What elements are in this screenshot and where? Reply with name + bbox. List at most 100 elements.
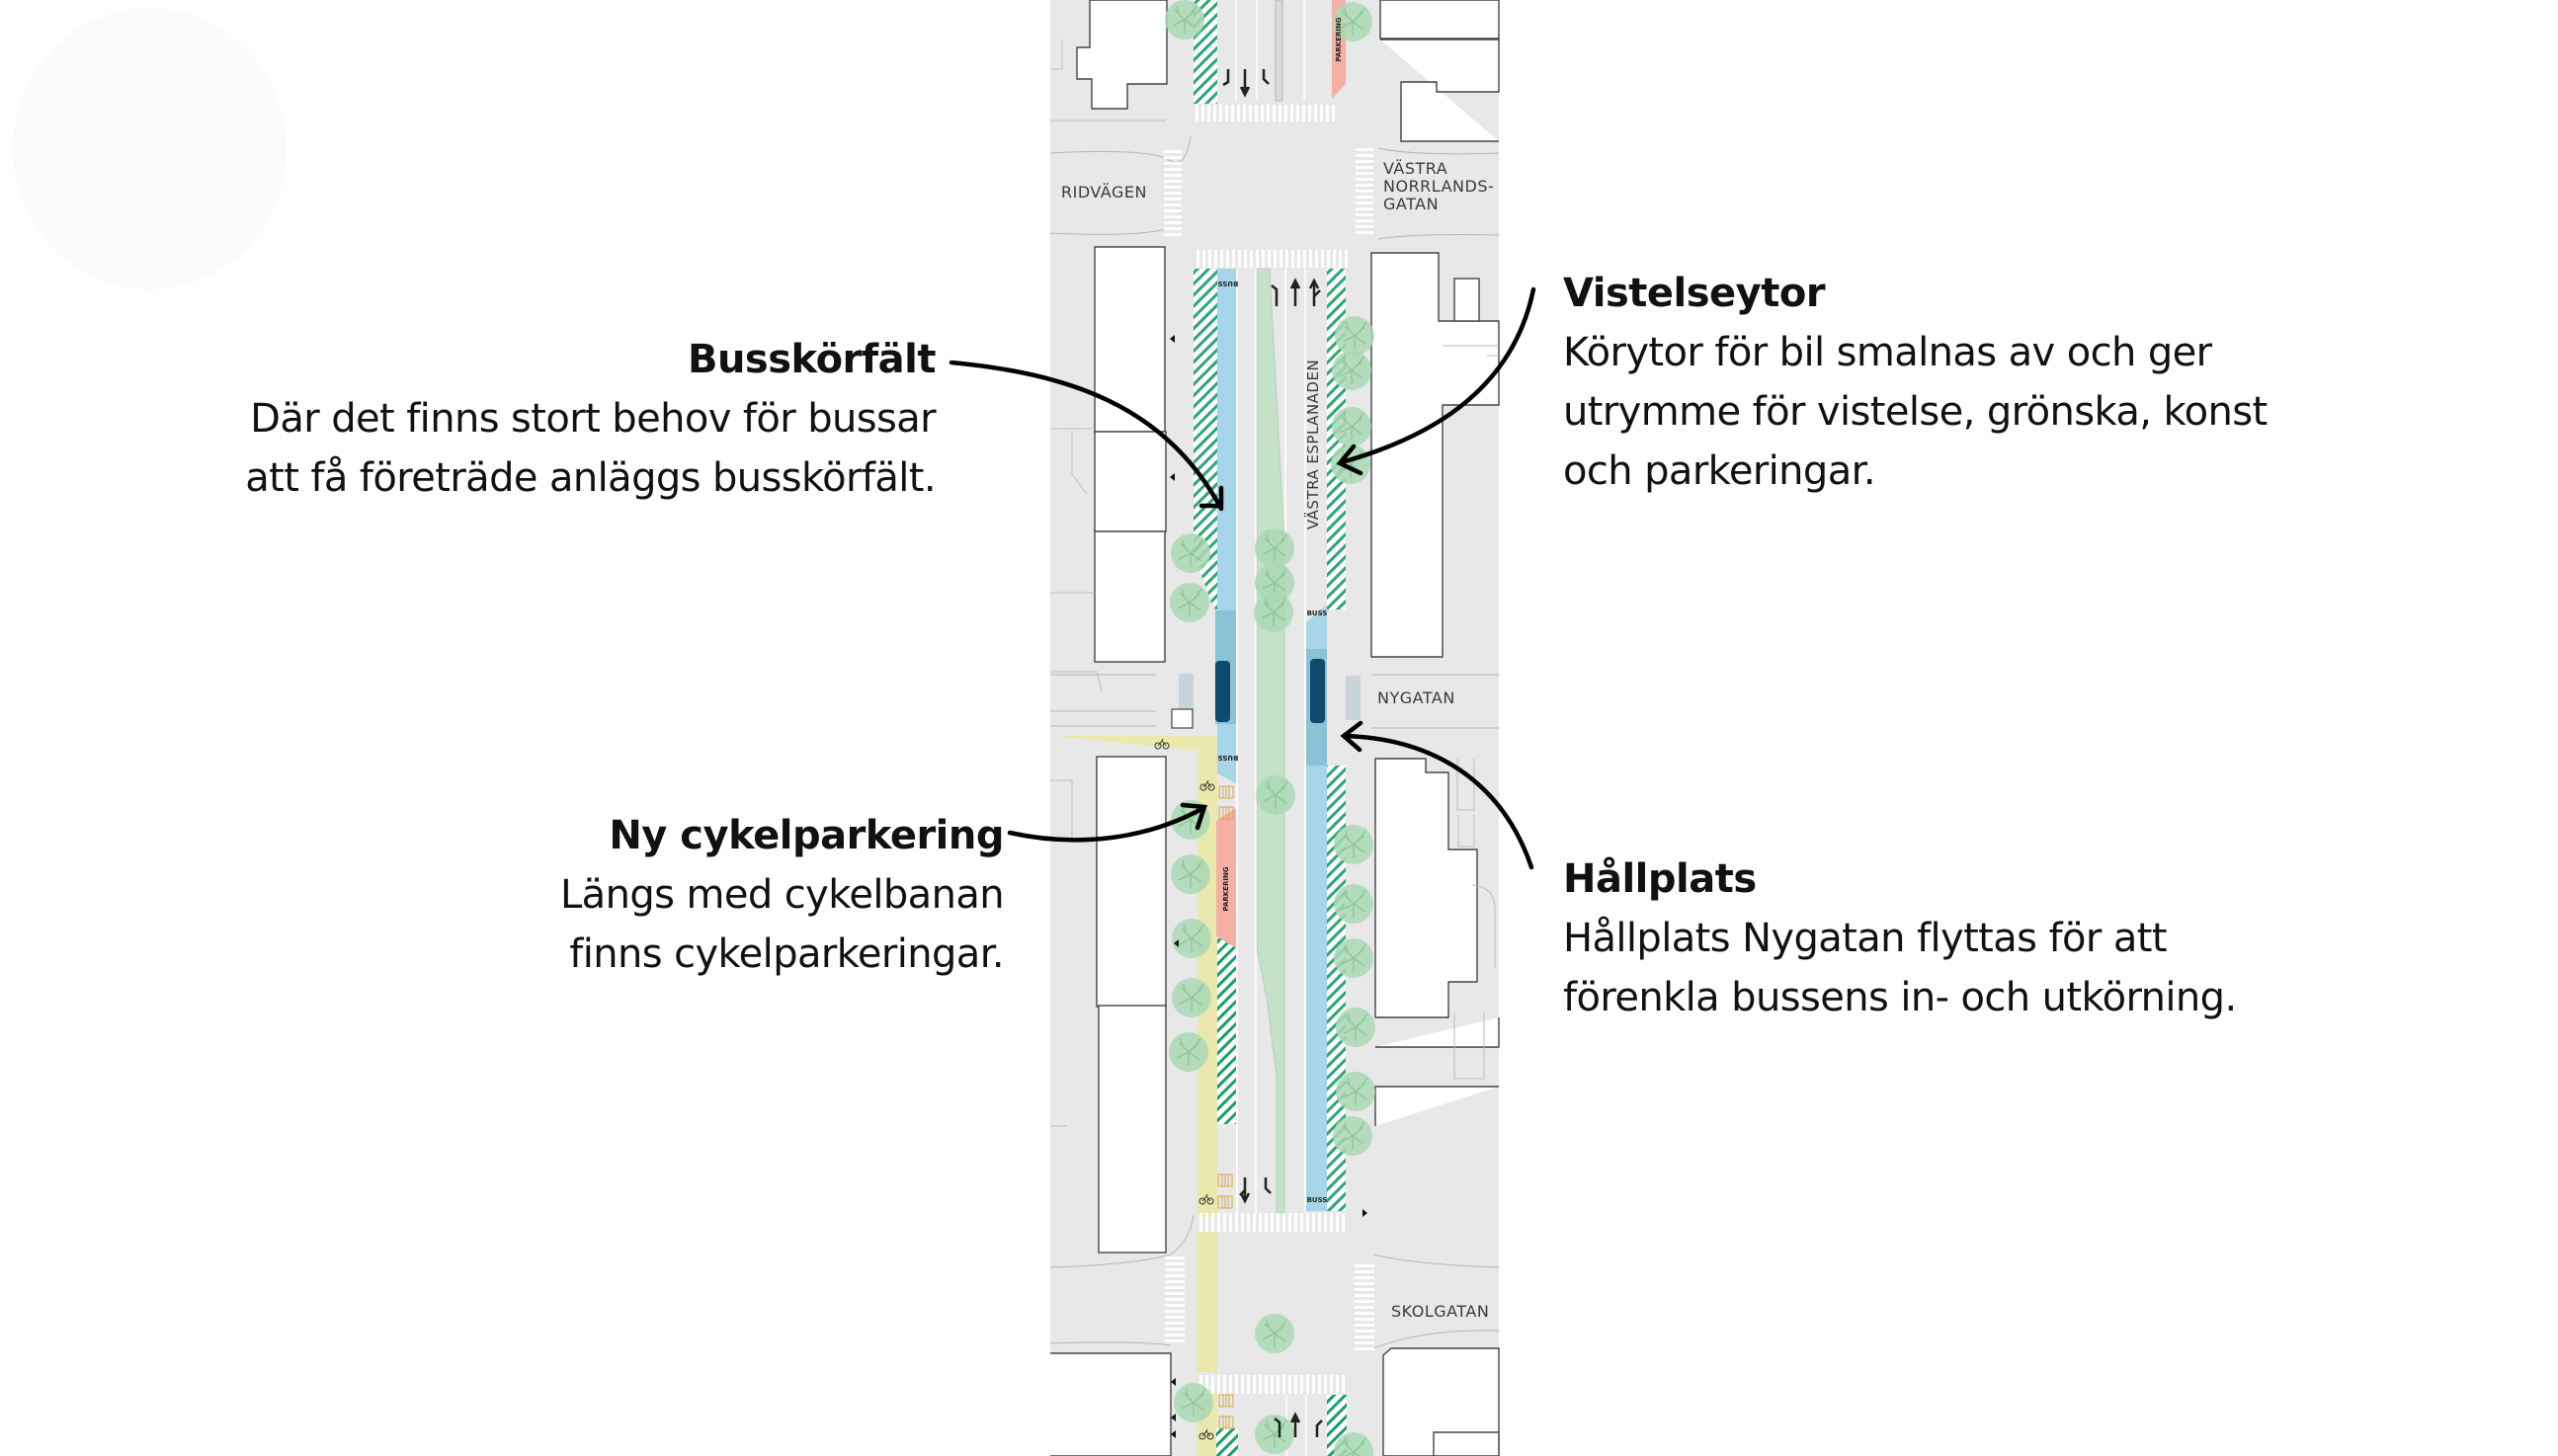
bike-lane: [1050, 736, 1217, 1217]
crosswalk-stripe: [1265, 1375, 1268, 1394]
crosswalk-stripe: [1279, 250, 1282, 268]
bus-label-left-stop: BUSS: [1218, 754, 1239, 762]
crosswalk-stripe: [1165, 1268, 1185, 1271]
crosswalk-stripe: [1164, 221, 1182, 224]
lane-arrow-left-turn: [1222, 69, 1230, 87]
arrow-vistelseytor: [1336, 286, 1536, 476]
street-label-vastra-norrlandsgatan-2: NORRLANDS-: [1383, 177, 1494, 196]
crosswalk-stripe: [1273, 105, 1276, 121]
entrance-markers: [1170, 335, 1367, 1438]
annotation-line: förenkla bussens in- och utkörning.: [1563, 975, 2237, 1020]
crosswalk-stripe: [1355, 1341, 1374, 1344]
crosswalk-stripe: [1282, 1213, 1285, 1232]
lane-arrow-straight-right-north: [1308, 278, 1321, 306]
crosswalk-stripe: [1302, 105, 1305, 121]
crosswalk-stripe: [1356, 160, 1373, 163]
crosswalk-stripe: [1253, 1213, 1256, 1232]
crosswalk-stripe: [1294, 1213, 1297, 1232]
lane-arrow-straight-skol: [1289, 1412, 1301, 1437]
crosswalk-stripe: [1237, 105, 1240, 121]
annotation-line: Hållplats Nygatan flyttas för att: [1563, 916, 2168, 961]
crosswalk-stripe: [1164, 186, 1182, 189]
crosswalk-stripe: [1355, 1288, 1374, 1291]
crosswalk-stripe: [1356, 207, 1373, 210]
street-label-skolgatan: SKOLGATAN: [1391, 1302, 1489, 1321]
crosswalk-stripe: [1164, 150, 1182, 153]
crosswalk-stripe: [1355, 1300, 1374, 1303]
crosswalk-stripe: [1290, 105, 1293, 121]
crosswalk-stripe: [1288, 1213, 1291, 1232]
bus-label-right-stop: BUSS: [1307, 609, 1328, 617]
crosswalk-stripe: [1217, 1213, 1220, 1232]
crosswalk-stripe: [1336, 1213, 1339, 1232]
crosswalk-stripe: [1296, 105, 1299, 121]
crosswalk-stripe: [1336, 1375, 1339, 1394]
crosswalk-stripe: [1196, 105, 1198, 121]
crosswalk-stripe: [1356, 196, 1373, 199]
crosswalk-stripe: [1223, 1375, 1226, 1394]
crosswalk-stripe: [1164, 168, 1182, 171]
crosswalk-stripe: [1300, 1213, 1303, 1232]
annotation-line: och parkeringar.: [1563, 448, 1876, 494]
lot-lines-right: [1443, 345, 1499, 1080]
crosswalk-stripe: [1321, 250, 1324, 268]
crosswalk-stripe: [1271, 1213, 1274, 1232]
arrow-busskorfalt: [949, 360, 1224, 512]
bus-label-left-top: BUSS: [1218, 280, 1239, 287]
crosswalk-stripe: [1355, 1306, 1374, 1309]
planting-hatch-left-skol: [1216, 1428, 1238, 1456]
crosswalk-stripe: [1274, 250, 1277, 268]
crosswalk-stripe: [1271, 1375, 1274, 1394]
crosswalk-stripe: [1355, 1324, 1374, 1327]
crosswalk-stripe: [1277, 1213, 1279, 1232]
crosswalk-stripe: [1355, 1330, 1374, 1333]
crosswalk-stripe: [1279, 105, 1281, 121]
crosswalk-stripe: [1282, 1375, 1285, 1394]
crosswalk-stripe: [1202, 250, 1205, 268]
crosswalk-stripe: [1231, 105, 1234, 121]
crosswalk-stripe: [1294, 1375, 1297, 1394]
crosswalk-stripe: [1241, 1375, 1244, 1394]
crosswalk-stripe: [1229, 1375, 1232, 1394]
crosswalk-stripe: [1165, 1322, 1185, 1325]
crosswalk-stripe: [1219, 105, 1222, 121]
nygatan-crossing-left: [1179, 674, 1194, 711]
bike-lane-hlink: [1050, 736, 1216, 780]
crosswalk-stripe: [1259, 1375, 1262, 1394]
street-label-vastra-norrlandsgatan-3: GATAN: [1383, 195, 1439, 213]
crosswalk-stripe: [1318, 1375, 1321, 1394]
crosswalk-stripe: [1201, 105, 1204, 121]
crosswalk-stripe: [1314, 105, 1317, 121]
crosswalk-stripe: [1342, 1213, 1345, 1232]
crosswalk-stripe: [1309, 250, 1312, 268]
crosswalk-stripe: [1261, 105, 1264, 121]
crosswalk-stripe: [1356, 172, 1373, 175]
crosswalk-stripe: [1355, 1276, 1374, 1279]
crosswalk-stripe: [1356, 166, 1373, 169]
kiosk: [1171, 708, 1194, 729]
crosswalk-stripe: [1285, 250, 1288, 268]
crosswalk-stripe: [1355, 1335, 1374, 1338]
crosswalk-stripe: [1164, 162, 1182, 165]
annotation-line: finns cykelparkeringar.: [569, 931, 1004, 977]
crosswalk-stripe: [1355, 1282, 1374, 1285]
crosswalk-stripe: [1164, 203, 1182, 206]
crosswalk-stripe: [1238, 250, 1241, 268]
annotation-line: utrymme för vistelse, grönska, konst: [1563, 389, 2268, 435]
planting-hatch-left: [1194, 269, 1217, 612]
crosswalk-stripe: [1165, 1280, 1185, 1283]
bus-lane-left-taper: [1217, 763, 1236, 783]
crosswalk-stripe: [1165, 1316, 1185, 1319]
annotation-line: Körytor för bil smalnas av och ger: [1563, 330, 2212, 375]
crosswalk-stripe: [1164, 209, 1182, 212]
crosswalk-stripe: [1284, 105, 1287, 121]
bus-vehicle-right: [1310, 659, 1325, 723]
crosswalk-stripe: [1355, 1270, 1374, 1273]
crosswalk-stripe: [1253, 1375, 1256, 1394]
crosswalk-stripe: [1330, 1375, 1333, 1394]
crosswalk-stripe: [1217, 1375, 1220, 1394]
street-label-vastra-norrlandsgatan-1: VÄSTRA: [1383, 159, 1447, 178]
crosswalk-stripe: [1291, 250, 1294, 268]
